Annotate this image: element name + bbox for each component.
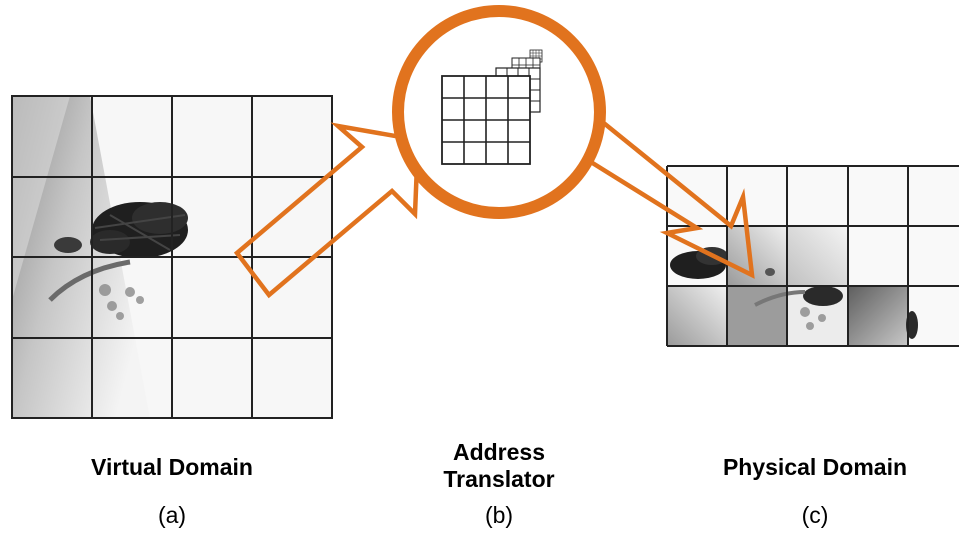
physical-domain-title: Physical Domain <box>722 454 908 480</box>
virtual-domain-panel <box>11 95 333 419</box>
virtual-light-wedge <box>12 96 70 300</box>
virtual-tree-image <box>48 202 188 320</box>
virtual-page-grid <box>11 95 333 419</box>
physical-domain-sublabel: (c) <box>801 502 829 528</box>
address-translator-title-line1: Address <box>452 439 546 465</box>
virtual-domain-sublabel: (a) <box>157 502 187 528</box>
physical-tile-shaded <box>667 286 727 346</box>
physical-tile-shaded <box>848 286 908 346</box>
page-table-stack <box>441 49 543 165</box>
address-translator-sublabel: (b) <box>484 502 514 528</box>
address-translator-title-line2: Translator <box>443 466 555 492</box>
physical-tile-shaded <box>727 226 787 286</box>
virtual-domain-title: Virtual Domain <box>91 454 253 480</box>
physical-tile-shaded <box>787 226 847 286</box>
physical-page-grid <box>666 165 959 347</box>
address-translator-title: Address Translator <box>399 439 599 493</box>
address-translator-panel <box>392 5 606 219</box>
